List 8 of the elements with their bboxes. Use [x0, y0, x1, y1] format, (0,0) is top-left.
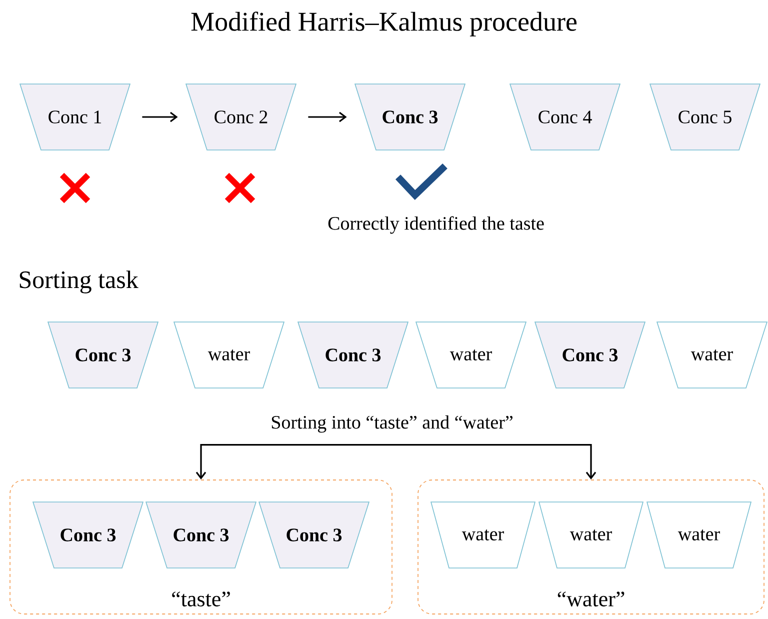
label-text: Sorting task: [20, 270, 138, 294]
label-text: Correctly identified the taste: [328, 216, 544, 234]
title: Modified Harris–Kalmus procedure: [191, 12, 577, 36]
arrow: [142, 112, 178, 122]
arrow: [392, 444, 596, 480]
caption-text: Sorting into “taste” and “water”: [272, 415, 512, 433]
arrow: [308, 112, 347, 122]
arrow: [196, 444, 392, 480]
